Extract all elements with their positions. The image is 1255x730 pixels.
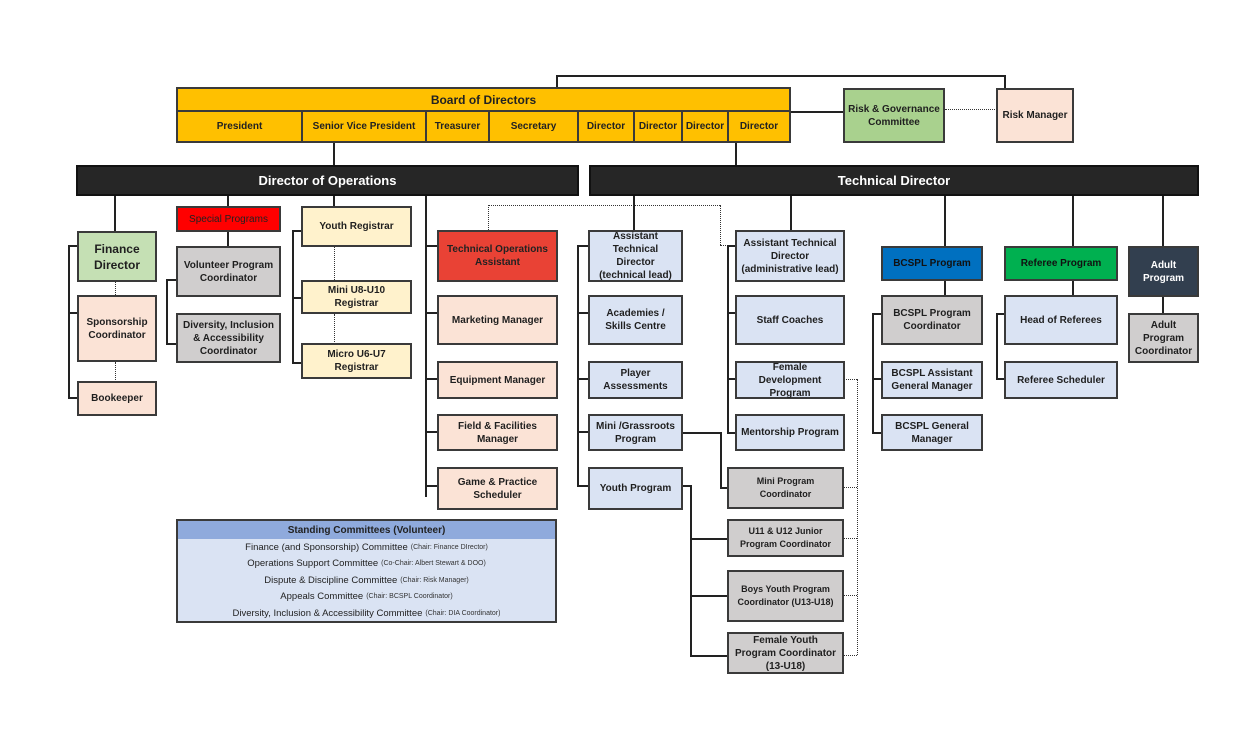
board-title: Board of Directors (178, 89, 789, 112)
committee-row: Finance (and Sponsorship) Committee(Chai… (178, 539, 555, 556)
mini-grassroots-program: Mini /Grassroots Program (588, 414, 683, 451)
committee-chair: (Chair: DIA Coordinator) (425, 609, 501, 617)
mentorship-program: Mentorship Program (735, 414, 845, 451)
sponsorship-coordinator: Sponsorship Coordinator (77, 295, 157, 362)
risk-manager: Risk Manager (996, 88, 1074, 143)
boys-youth-program-coordinator: Boys Youth Program Coordinator (U13-U18) (727, 570, 844, 622)
board-member-director: Director (739, 121, 779, 132)
bcspl-program: BCSPL Program (881, 246, 983, 281)
committee-name: Diversity, Inclusion & Accessibility Com… (232, 607, 423, 619)
u11-u12-junior-program-coordinator: U11 & U12 Junior Program Coordinator (727, 519, 844, 557)
technical-director: Technical Director (589, 165, 1199, 196)
board-member-secretary: Secretary (490, 112, 579, 141)
game-practice-scheduler: Game & Practice Scheduler (437, 467, 558, 510)
standing-committees: Standing Committees (Volunteer) Finance … (176, 519, 557, 623)
female-youth-program-coordinator: Female Youth Program Coordinator (13-U18… (727, 632, 844, 674)
technical-operations-assistant: Technical Operations Assistant (437, 230, 558, 282)
field-facilities-manager: Field & Facilities Manager (437, 414, 558, 451)
committee-row: Dispute & Discipline Committee(Chair: Ri… (178, 572, 555, 589)
committee-chair: (Chair: Finance DIrector) (410, 543, 488, 551)
board-of-directors: Board of Directors President Senior Vice… (176, 87, 791, 143)
equipment-manager: Equipment Manager (437, 361, 558, 399)
committee-chair: (Co-Chair: Albert Stewart & DOO) (381, 560, 486, 568)
special-programs: Special Programs (176, 206, 281, 232)
committees-title: Standing Committees (Volunteer) (178, 521, 555, 539)
committee-chair: (Chair: BCSPL Coordinator) (366, 593, 453, 601)
volunteer-program-coordinator: Volunteer Program Coordinator (176, 246, 281, 297)
committee-row: Diversity, Inclusion & Accessibility Com… (178, 605, 555, 622)
youth-program: Youth Program (588, 467, 683, 510)
board-member-director: Director (579, 112, 635, 141)
committee-row: Appeals Committee(Chair: BCSPL Coordinat… (178, 589, 555, 606)
committee-name: Dispute & Discipline Committee (264, 574, 398, 586)
youth-registrar: Youth Registrar (301, 206, 412, 247)
risk-governance-committee: Risk & Governance Committee (843, 88, 945, 143)
committee-name: Appeals Committee (280, 591, 364, 603)
bcspl-assistant-general-manager: BCSPL Assistant General Manager (881, 361, 983, 399)
board-member-director: Director (683, 112, 729, 141)
assistant-technical-director-admin: Assistant Technical Director (administra… (735, 230, 845, 282)
board-member-president: President (178, 112, 303, 141)
female-development-program: Female Development Program (735, 361, 845, 399)
bcspl-general-manager: BCSPL General Manager (881, 414, 983, 451)
finance-director: Finance Director (77, 231, 157, 282)
micro-u6-u7-registrar: Micro U6-U7 Registrar (301, 343, 412, 379)
committee-row: Operations Support Committee(Co-Chair: A… (178, 556, 555, 573)
adult-program-coordinator: Adult Program Coordinator (1128, 313, 1199, 363)
board-member-senior-vice-president: Senior Vice President (303, 112, 427, 141)
player-assessments: Player Assessments (588, 361, 683, 399)
committee-chair: (Chair: Risk Manager) (400, 576, 469, 584)
dia-coordinator: Diversity, Inclusion & Accessibility Coo… (176, 313, 281, 363)
board-member-treasurer: Treasurer (427, 112, 490, 141)
assistant-technical-director-technical: Assistant Technical Director (technical … (588, 230, 683, 282)
referee-program: Referee Program (1004, 246, 1118, 281)
mini-u8-u10-registrar: Mini U8-U10 Registrar (301, 280, 412, 314)
bookkeeper: Bookeeper (77, 381, 157, 416)
director-of-operations: Director of Operations (76, 165, 579, 196)
adult-program: Adult Program (1128, 246, 1199, 297)
academies-skills-centre: Academies / Skills Centre (588, 295, 683, 345)
staff-coaches: Staff Coaches (735, 295, 845, 345)
board-member-director: Director (635, 112, 683, 141)
referee-scheduler: Referee Scheduler (1004, 361, 1118, 399)
mini-program-coordinator: Mini Program Coordinator (727, 467, 844, 509)
marketing-manager: Marketing Manager (437, 295, 558, 345)
bcspl-program-coordinator: BCSPL Program Coordinator (881, 295, 983, 345)
head-of-referees: Head of Referees (1004, 295, 1118, 345)
committee-name: Operations Support Committee (247, 558, 379, 570)
committee-name: Finance (and Sponsorship) Committee (245, 541, 408, 553)
